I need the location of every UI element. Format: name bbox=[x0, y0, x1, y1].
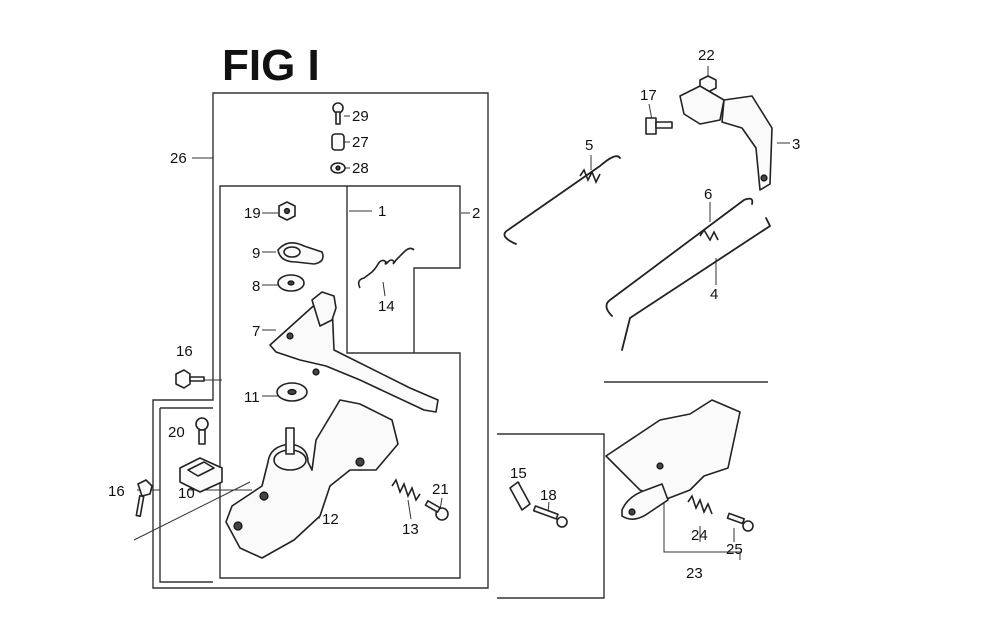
left-sub-frame bbox=[159, 407, 213, 583]
callout-15: 15 bbox=[510, 465, 527, 482]
callout-10: 10 bbox=[178, 485, 195, 502]
callout-24: 24 bbox=[691, 527, 708, 544]
part-18-bolt bbox=[532, 505, 568, 528]
part-23-bracket-assembly bbox=[605, 399, 741, 520]
callout-8: 8 bbox=[252, 278, 260, 295]
callout-21: 21 bbox=[432, 481, 449, 498]
callout-2: 2 bbox=[472, 205, 480, 222]
callout-1: 1 bbox=[378, 203, 386, 220]
callout-20: 20 bbox=[168, 424, 185, 441]
callout-11: 11 bbox=[244, 389, 260, 406]
callout-16-upper: 16 bbox=[176, 343, 193, 360]
part-13-spring bbox=[391, 478, 421, 502]
callout-22: 22 bbox=[698, 47, 715, 64]
callout-7: 7 bbox=[252, 323, 260, 340]
callout-23: 23 bbox=[686, 565, 703, 582]
part-4-rod bbox=[621, 217, 771, 351]
callout-5: 5 bbox=[585, 137, 593, 154]
part-25-bolt bbox=[726, 512, 754, 532]
callout-26: 26 bbox=[170, 150, 187, 167]
callout-9: 9 bbox=[252, 245, 260, 262]
right-group-frame bbox=[497, 433, 605, 599]
part-21-bolt bbox=[424, 499, 449, 521]
part-28-nut bbox=[330, 162, 346, 174]
callout-29: 29 bbox=[352, 108, 369, 125]
part-15-collar bbox=[509, 481, 531, 511]
callout-27: 27 bbox=[352, 134, 369, 151]
part-20-bolt bbox=[195, 417, 209, 445]
group-frames bbox=[152, 92, 768, 599]
part-3-lever bbox=[679, 85, 773, 191]
callout-17: 17 bbox=[640, 87, 657, 104]
part-6-cable bbox=[605, 197, 754, 317]
part-12-governor-bracket bbox=[225, 399, 399, 559]
figure-title: FIG I bbox=[222, 41, 320, 90]
part-14-spring bbox=[357, 247, 415, 289]
callout-6: 6 bbox=[704, 186, 712, 203]
callout-13: 13 bbox=[402, 521, 419, 538]
part-17-bolt bbox=[645, 117, 673, 135]
part-29-bolt bbox=[332, 102, 344, 125]
callout-25: 25 bbox=[726, 541, 743, 558]
part-16-bolt-lower bbox=[135, 479, 153, 517]
part-16-bolt-upper bbox=[175, 369, 205, 389]
part-27-collar bbox=[331, 133, 345, 151]
part-9-arm bbox=[277, 242, 324, 265]
part-10-clamp bbox=[179, 457, 223, 493]
callout-12: 12 bbox=[322, 511, 339, 528]
part-19-nut bbox=[278, 201, 296, 221]
part-7-control-lever bbox=[269, 291, 439, 413]
callout-labels: 29 27 28 26 1 2 19 9 8 14 7 16 11 20 10 … bbox=[108, 47, 800, 582]
callout-3: 3 bbox=[792, 136, 800, 153]
callout-16-lower: 16 bbox=[108, 483, 125, 500]
callout-18: 18 bbox=[540, 487, 557, 504]
callout-28: 28 bbox=[352, 160, 369, 177]
part-8-washer bbox=[277, 274, 305, 292]
part-5-rod bbox=[503, 155, 621, 245]
inner-frame-1 bbox=[346, 186, 414, 354]
part-24-spring bbox=[687, 494, 713, 515]
callout-14: 14 bbox=[378, 298, 395, 315]
callout-4: 4 bbox=[710, 286, 718, 303]
part-11-washer bbox=[276, 382, 308, 402]
callout-19: 19 bbox=[244, 205, 261, 222]
